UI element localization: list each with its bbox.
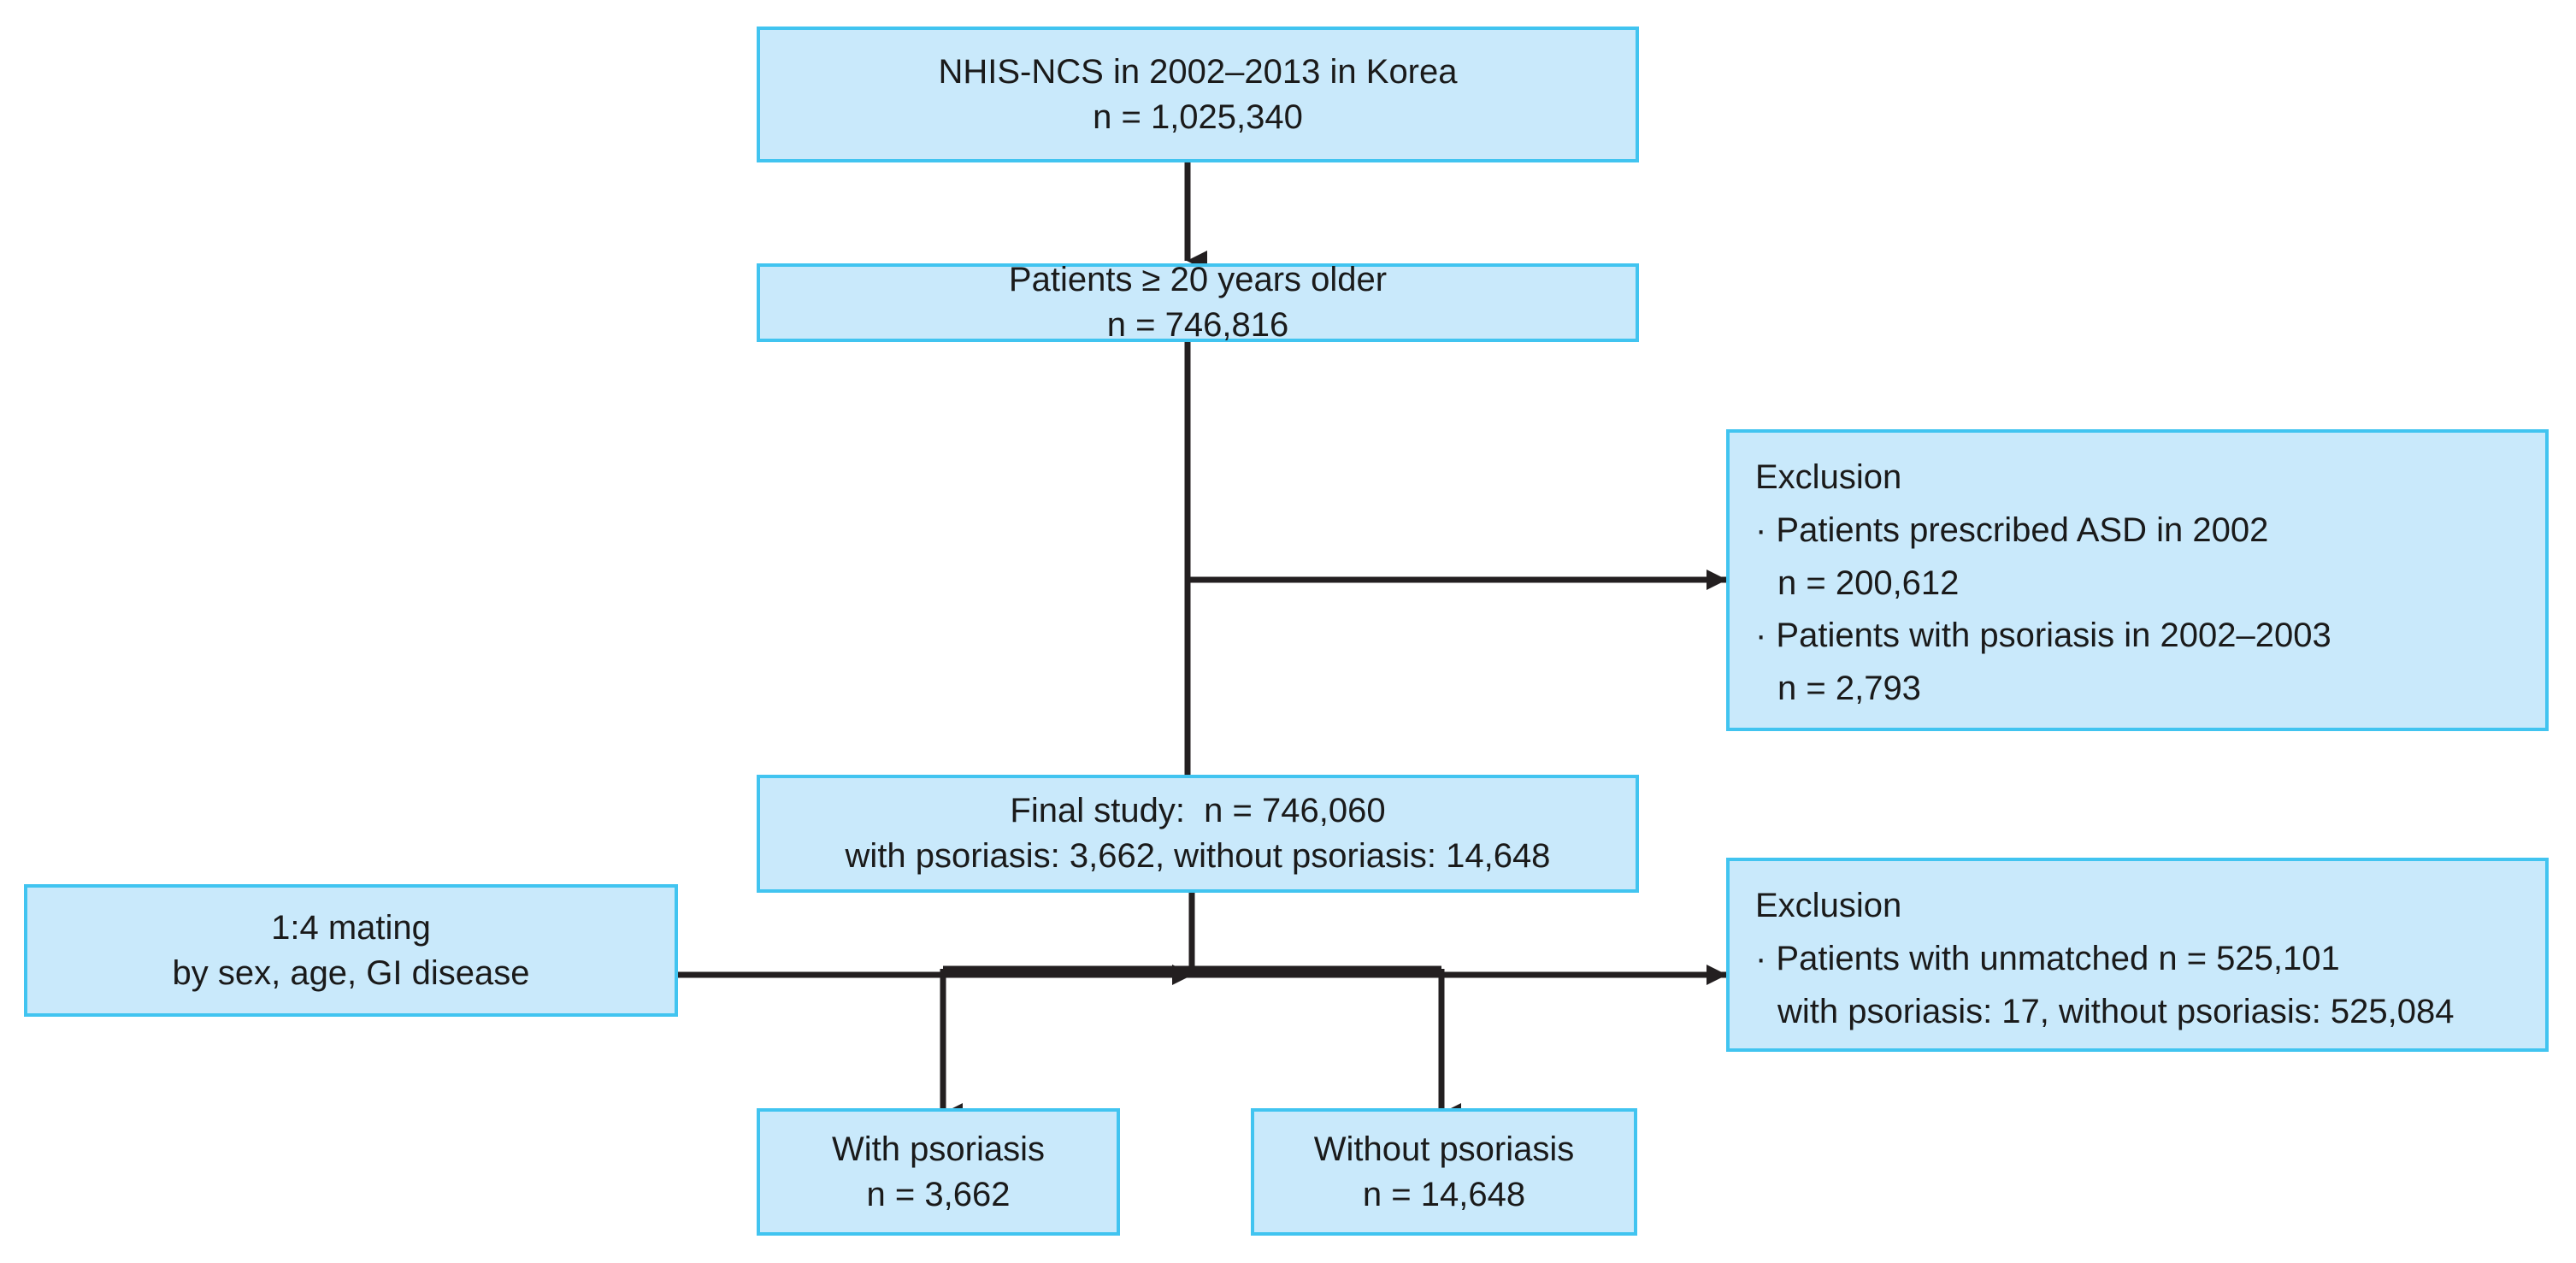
node-exclusion-1-line-1: Exclusion <box>1755 458 1902 496</box>
node-with-psoriasis-line-1: With psoriasis <box>832 1130 1045 1168</box>
node-age-filter-line-1: Patients ≥ 20 years older <box>1008 261 1388 299</box>
node-age-filter: Patients ≥ 20 years older n = 746,816 <box>757 261 1639 344</box>
node-final-study-line-1: Final study: n = 746,060 <box>1010 792 1386 830</box>
node-cohort-line-1: NHIS-NCS in 2002–2013 in Korea <box>938 52 1458 91</box>
node-matching: 1:4 mating by sex, age, GI disease <box>24 884 678 1017</box>
node-exclusion-1-line-2: · Patients prescribed ASD in 2002 <box>1755 511 2269 549</box>
node-exclusion-1: Exclusion · Patients prescribed ASD in 2… <box>1726 429 2549 731</box>
node-cohort: NHIS-NCS in 2002–2013 in Korea n = 1,025… <box>757 27 1639 162</box>
node-without-psoriasis: Without psoriasis n = 14,648 <box>1251 1108 1637 1236</box>
node-exclusion-2: Exclusion · Patients with unmatched n = … <box>1726 858 2549 1052</box>
node-exclusion-1-line-4: · Patients with psoriasis in 2002–2003 <box>1755 617 2331 655</box>
node-final-study-line-2: with psoriasis: 3,662, without psoriasis… <box>845 837 1551 875</box>
node-without-psoriasis-line-2: n = 14,648 <box>1362 1175 1526 1213</box>
node-exclusion-2-line-1: Exclusion <box>1755 887 1902 924</box>
node-exclusion-1-line-5: n = 2,793 <box>1777 670 1921 708</box>
node-with-psoriasis-line-2: n = 3,662 <box>866 1175 1011 1213</box>
node-matching-line-1: 1:4 mating <box>271 908 431 947</box>
node-final-study: Final study: n = 746,060 with psoriasis:… <box>757 775 1639 893</box>
node-without-psoriasis-line-1: Without psoriasis <box>1313 1130 1575 1168</box>
node-cohort-line-2: n = 1,025,340 <box>1093 97 1303 136</box>
node-with-psoriasis: With psoriasis n = 3,662 <box>757 1108 1120 1236</box>
node-matching-line-2: by sex, age, GI disease <box>172 953 530 992</box>
node-age-filter-line-2: n = 746,816 <box>1106 306 1289 344</box>
node-exclusion-2-line-3: with psoriasis: 17, without psoriasis: 5… <box>1777 992 2455 1030</box>
node-exclusion-2-line-2: · Patients with unmatched n = 525,101 <box>1755 939 2340 977</box>
node-exclusion-1-line-3: n = 200,612 <box>1777 564 1960 602</box>
